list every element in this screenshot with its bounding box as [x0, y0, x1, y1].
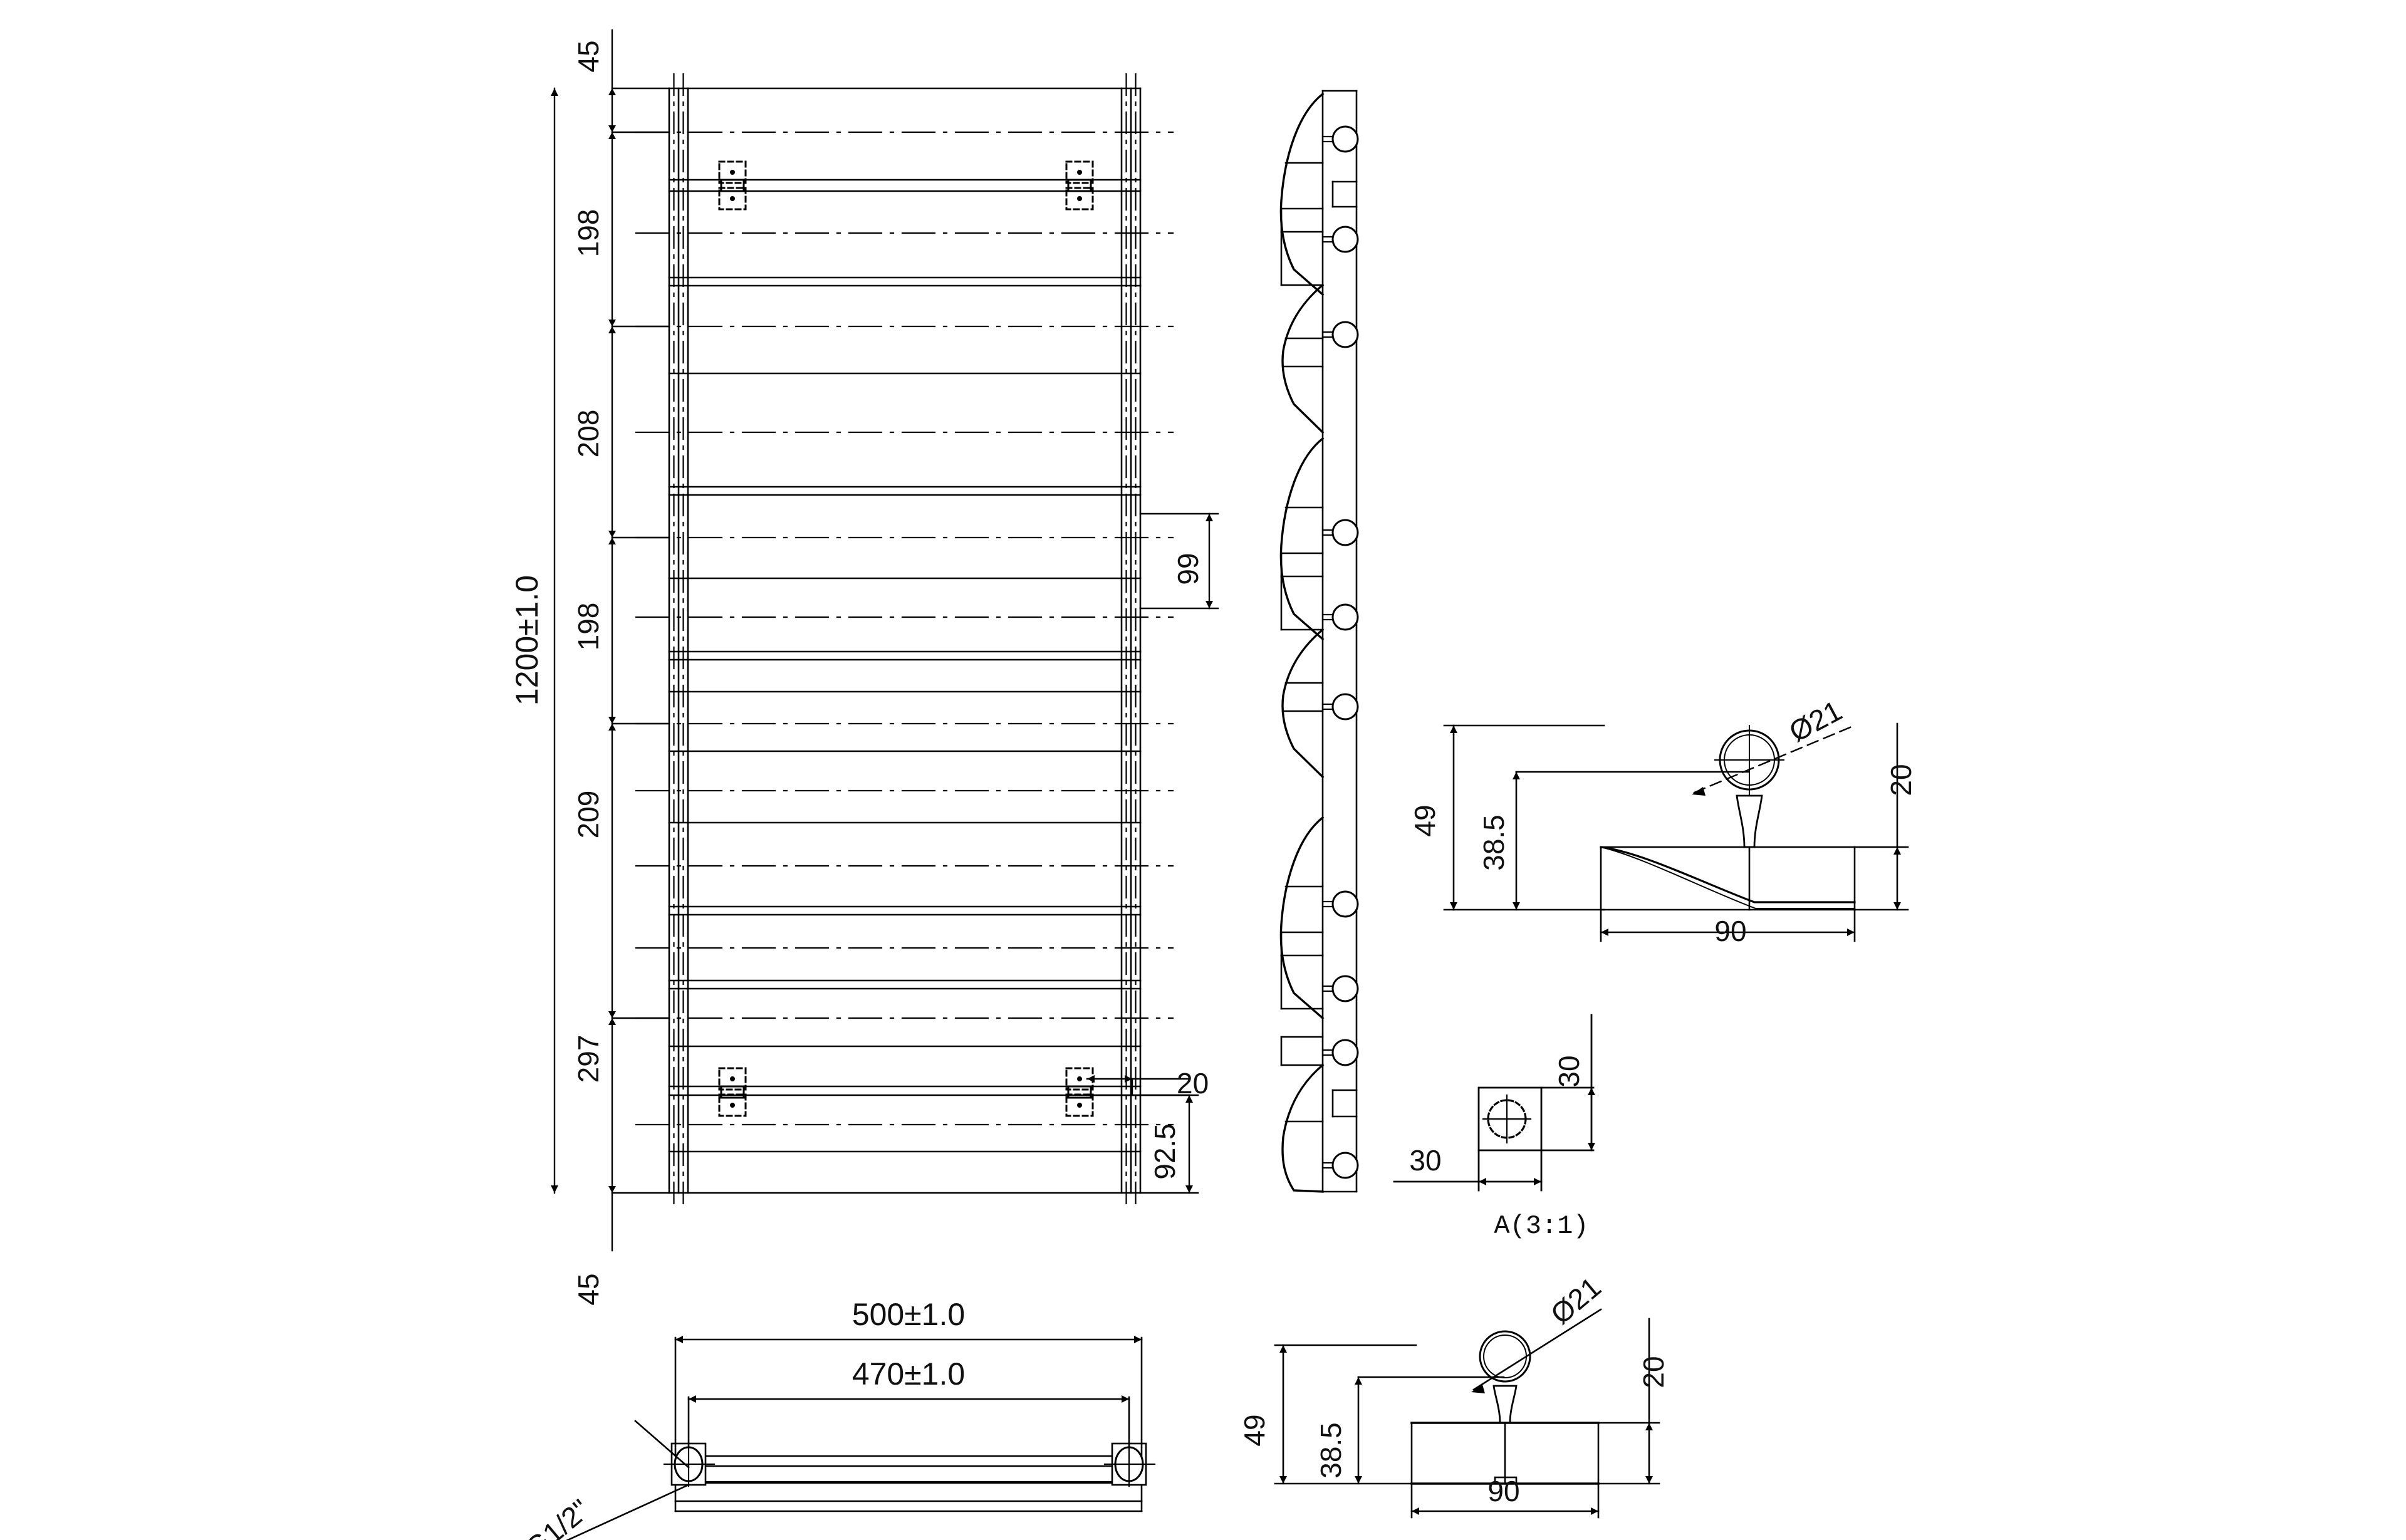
bottom-470-label: 470±1.0 — [852, 1356, 965, 1392]
dim-297-label: 297 — [572, 1035, 605, 1083]
front-view-left-dimensions — [551, 29, 670, 1252]
dim-20-front-label: 20 — [1177, 1067, 1209, 1100]
detail-a-geometry — [1393, 1014, 1595, 1192]
detail-bottom-38p5-label: 38.5 — [1315, 1422, 1347, 1479]
side-profile-view-geometry — [1279, 90, 1359, 1193]
dim-209-label: 209 — [572, 791, 605, 839]
bottom-500-label: 500±1.0 — [852, 1297, 965, 1332]
dim-208-label: 208 — [572, 410, 605, 458]
bracket-mark-top-right — [1065, 160, 1094, 211]
bracket-mark-top-left — [718, 160, 747, 211]
detail-a-title: A(3:1) — [1494, 1211, 1588, 1241]
dim-bottom-45-label: 45 — [572, 1273, 605, 1305]
bottom-plan-view-geometry — [566, 1336, 1156, 1540]
front-elevation-geometry — [635, 73, 1174, 1210]
detail-top-49-label: 49 — [1409, 804, 1441, 836]
dim-198-upper-label: 198 — [572, 209, 605, 258]
front-overall-height-label: 1200±1.0 — [509, 575, 544, 705]
detail-top-38p5-label: 38.5 — [1477, 814, 1510, 871]
detail-a-30-vertical-label: 30 — [1553, 1055, 1585, 1087]
dim-99-label: 99 — [1172, 553, 1204, 585]
dim-top-45-label: 45 — [572, 40, 605, 72]
detail-bottom-20-label: 20 — [1637, 1356, 1670, 1388]
front-view-right-dimensions — [1086, 512, 1219, 1194]
bracket-mark-bottom-left — [718, 1067, 747, 1117]
dim-198-lower-label: 198 — [572, 603, 605, 651]
dim-92p5-label: 92.5 — [1148, 1123, 1181, 1180]
detail-top-20-label: 20 — [1885, 764, 1917, 796]
detail-bottom-90-label: 90 — [1487, 1475, 1519, 1507]
side-rail-sections — [1331, 125, 1359, 1179]
detail-bottom-49-label: 49 — [1238, 1414, 1271, 1446]
detail-a-30-horizontal-label: 30 — [1409, 1144, 1441, 1177]
rail-section-detail-bottom — [1274, 1308, 1660, 1519]
rail-section-detail-top — [1443, 722, 1909, 942]
detail-top-90-label: 90 — [1714, 915, 1746, 947]
